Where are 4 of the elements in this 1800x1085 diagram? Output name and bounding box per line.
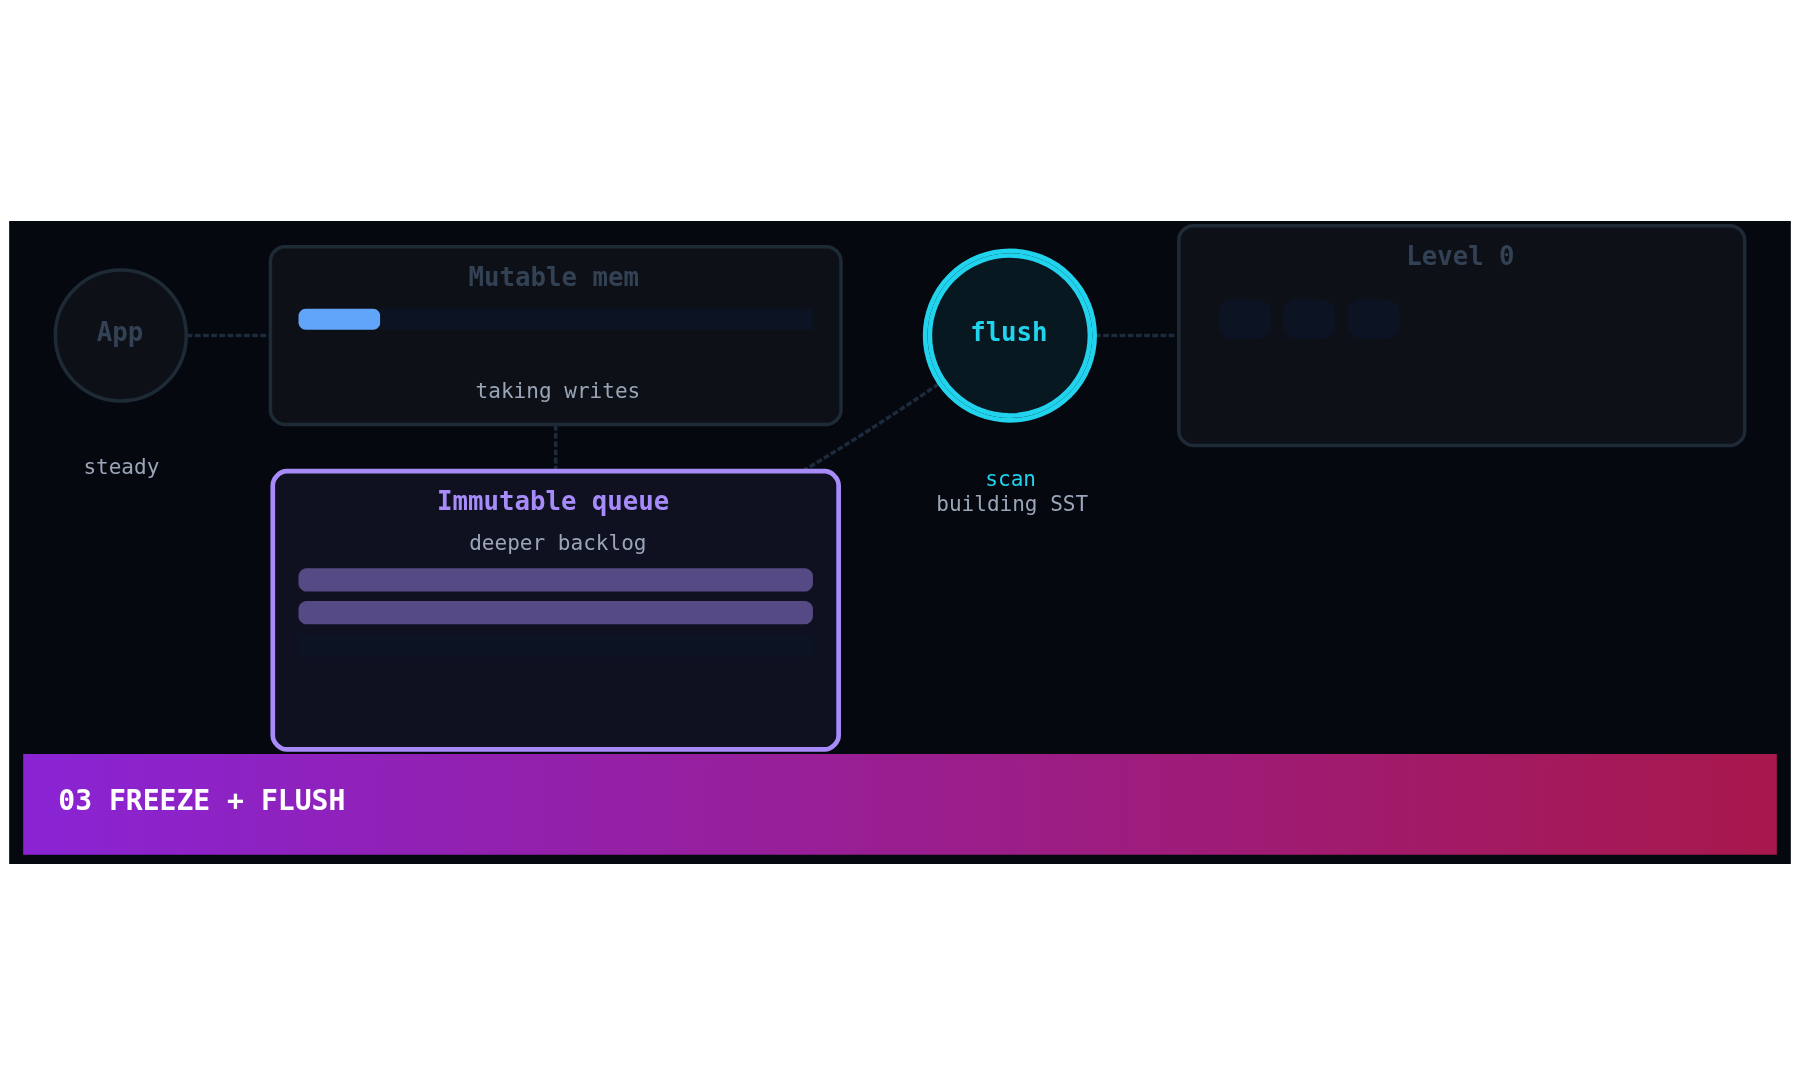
node-label: scan [985, 465, 1036, 491]
node-label: steady [83, 453, 160, 479]
caption: 03 FREEZE + FLUSH [58, 784, 346, 818]
node-label: building SST [936, 491, 1089, 517]
